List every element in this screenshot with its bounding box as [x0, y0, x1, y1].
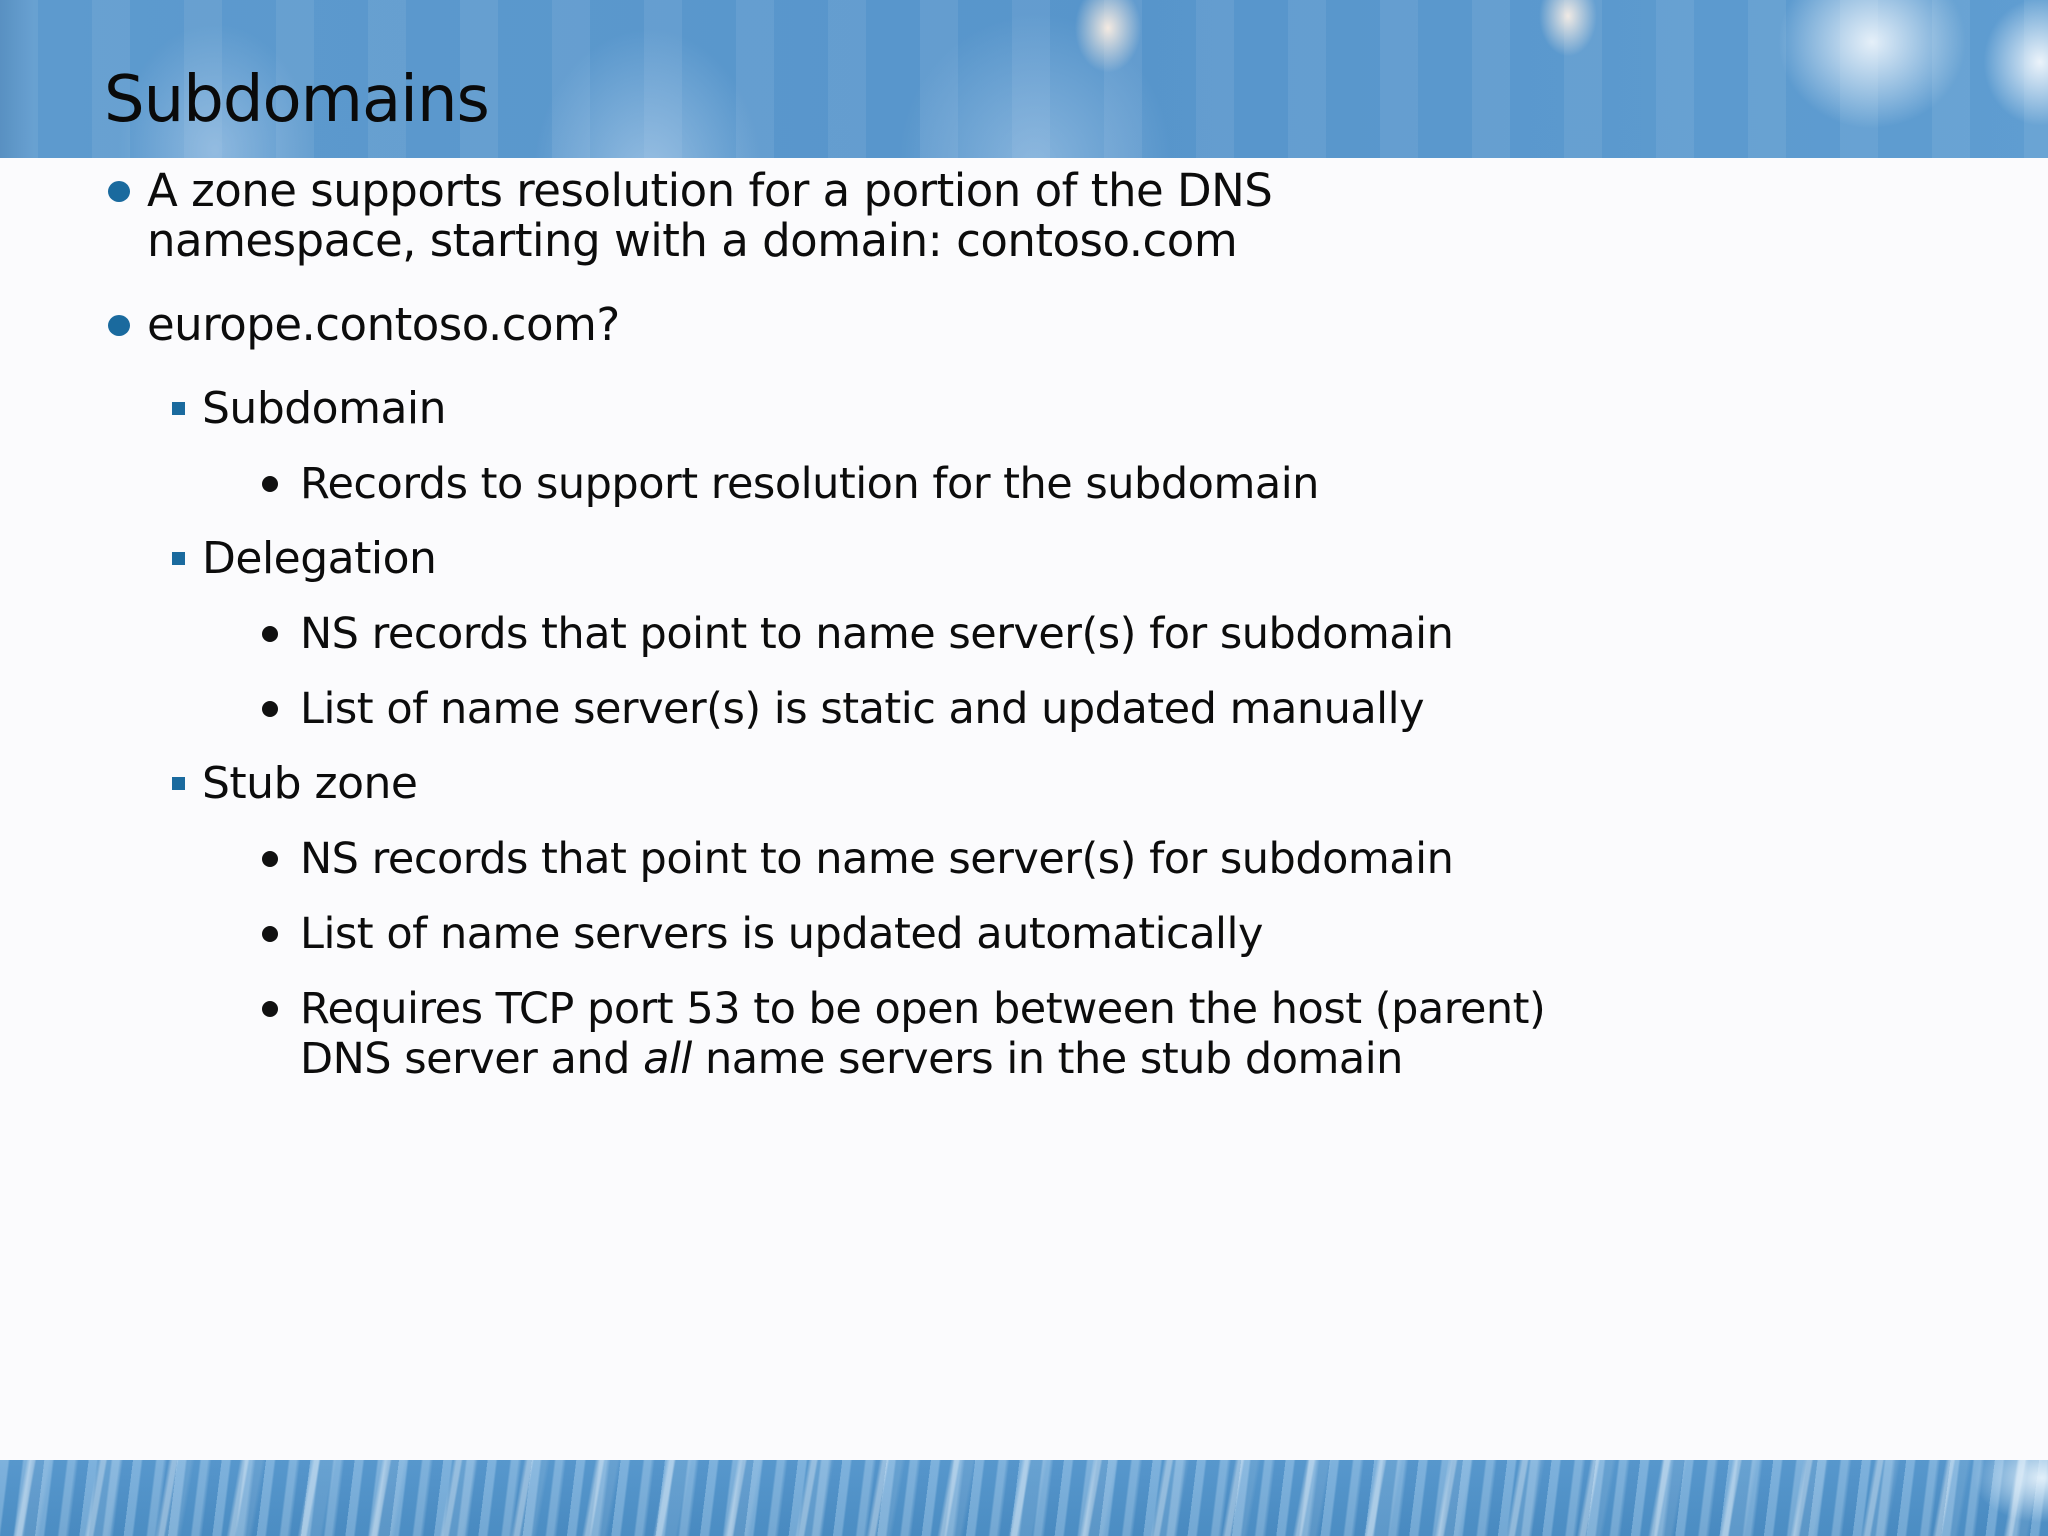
bullet-text: NS records that point to name server(s) …: [300, 609, 1454, 659]
bullet-text: List of name servers is updated automati…: [300, 909, 1263, 959]
dot-bullet-icon: [262, 626, 278, 642]
bullet-item: A zone supports resolution for a portion…: [108, 166, 2048, 266]
bullet-text: List of name server(s) is static and upd…: [300, 684, 1425, 734]
dot-bullet-icon: [262, 926, 278, 942]
dot-bullet-icon: [262, 476, 278, 492]
bullet-item: List of name server(s) is static and upd…: [262, 684, 2048, 734]
slide-body: A zone supports resolution for a portion…: [0, 158, 2048, 1460]
slide-header-band: Subdomains: [0, 0, 2048, 158]
bullet-item: NS records that point to name server(s) …: [262, 834, 2048, 884]
dot-bullet-icon: [262, 701, 278, 717]
page-title: Subdomains: [104, 62, 490, 137]
bullet-text: NS records that point to name server(s) …: [300, 834, 1454, 884]
dot-bullet-icon: [262, 1001, 278, 1017]
square-bullet-icon: [172, 777, 185, 790]
bullet-item: Requires TCP port 53 to be open between …: [262, 984, 2048, 1084]
bullet-text: A zone supports resolution for a portion…: [147, 164, 1273, 267]
bullet-text: Requires TCP port 53 to be open between …: [300, 984, 1546, 1084]
circle-bullet-icon: [108, 181, 130, 202]
square-bullet-icon: [172, 552, 185, 565]
bullet-item: Stub zone: [172, 759, 2048, 809]
bullet-text: Records to support resolution for the su…: [300, 459, 1319, 509]
bullet-text: Subdomain: [202, 383, 447, 434]
bullet-item: Records to support resolution for the su…: [262, 459, 2048, 509]
bullet-item: Delegation: [172, 534, 2048, 584]
bullet-text: Stub zone: [202, 758, 418, 809]
bullet-list: A zone supports resolution for a portion…: [0, 166, 2048, 1084]
bullet-item: Subdomain: [172, 384, 2048, 434]
bullet-text: Delegation: [202, 533, 437, 584]
circle-bullet-icon: [108, 315, 130, 336]
bullet-text: europe.contoso.com?: [147, 298, 620, 351]
bullet-item: europe.contoso.com?: [108, 300, 2048, 350]
bullet-item: NS records that point to name server(s) …: [262, 609, 2048, 659]
dot-bullet-icon: [262, 851, 278, 867]
slide-footer-band: [0, 1460, 2048, 1536]
square-bullet-icon: [172, 402, 185, 415]
bullet-item: List of name servers is updated automati…: [262, 909, 2048, 959]
